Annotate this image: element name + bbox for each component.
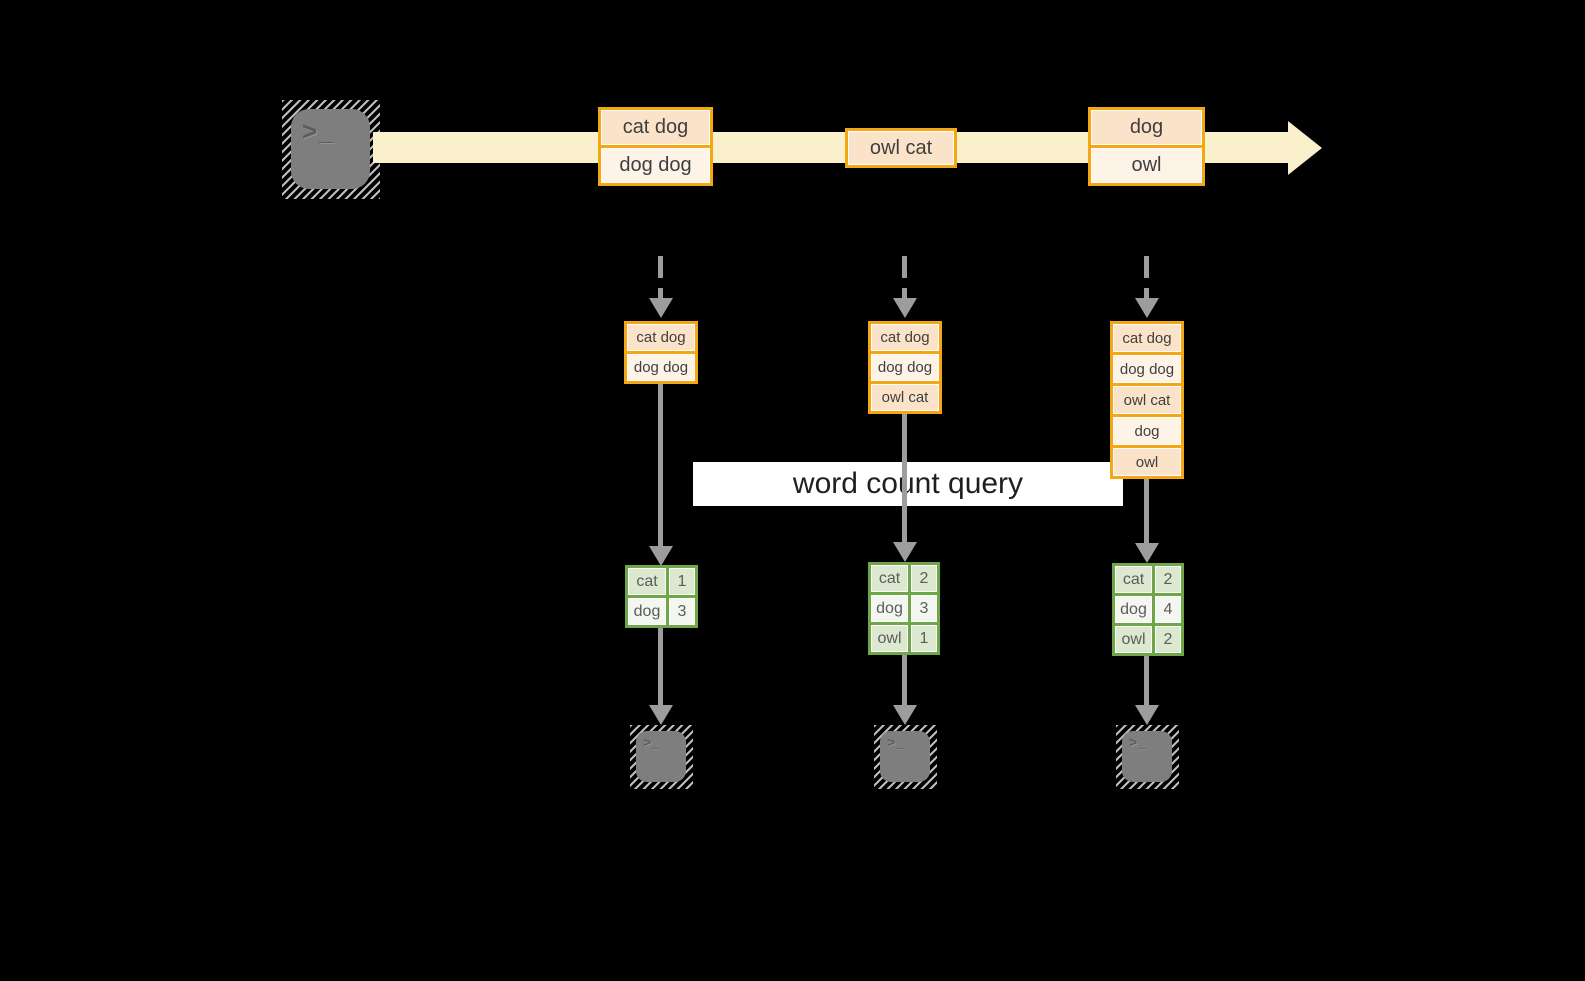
table-word-cell: dog (871, 595, 908, 622)
table-count-cell: 3 (669, 598, 695, 625)
terminal-prompt-glyph: >_ (1129, 734, 1147, 750)
terminal-prompt-glyph: >_ (887, 734, 905, 750)
table-count-cell: 3 (911, 595, 937, 622)
query-label: word count query (792, 467, 1024, 500)
sink-arrowhead-1 (649, 705, 673, 725)
stream-event-box-2: owl cat (845, 128, 957, 168)
sink-terminal-icon-1: >_ (630, 725, 693, 789)
event-line: cat dog (601, 110, 710, 145)
event-line: dog dog (601, 148, 710, 183)
stream-event-box-1: cat dog dog dog (598, 107, 713, 186)
terminal-pane (291, 109, 370, 189)
query-connector-1 (658, 384, 663, 546)
event-line: owl cat (848, 131, 954, 165)
wordcount-table-1: cat 1 dog 3 (625, 565, 698, 628)
terminal-pane (880, 731, 930, 782)
batch-line: owl (1113, 448, 1181, 476)
table-word-cell: cat (628, 568, 666, 595)
table-word-cell: owl (1115, 626, 1152, 653)
batch-box-2: cat dog dog dog owl cat (868, 321, 942, 414)
table-count-cell: 1 (669, 568, 695, 595)
query-arrowhead-1 (649, 546, 673, 566)
batch-dashed-arrow-2 (902, 256, 907, 298)
terminal-prompt-glyph: >_ (302, 116, 336, 146)
batch-line: dog dog (1113, 355, 1181, 383)
terminal-pane (1122, 731, 1172, 782)
table-word-cell: owl (871, 625, 908, 652)
batch-dashed-arrow-3 (1144, 256, 1149, 298)
source-terminal-icon: >_ (282, 100, 380, 199)
wordcount-table-3: cat 2 dog 4 owl 2 (1112, 563, 1184, 656)
wordcount-table-2: cat 2 dog 3 owl 1 (868, 562, 940, 655)
batch-arrowhead-1 (649, 298, 673, 318)
batch-line: owl cat (1113, 386, 1181, 414)
batch-line: dog dog (871, 354, 939, 381)
sink-arrowhead-2 (893, 705, 917, 725)
query-connector-3 (1144, 479, 1149, 544)
table-count-cell: 1 (911, 625, 937, 652)
table-word-cell: cat (1115, 566, 1152, 593)
batch-arrowhead-3 (1135, 298, 1159, 318)
table-word-cell: dog (628, 598, 666, 625)
table-word-cell: cat (871, 565, 908, 592)
table-count-cell: 2 (911, 565, 937, 592)
batch-box-1: cat dog dog dog (624, 321, 698, 384)
event-line: owl (1091, 148, 1202, 183)
sink-connector-2 (902, 655, 907, 706)
sink-connector-1 (658, 628, 663, 706)
table-count-cell: 2 (1155, 566, 1181, 593)
stream-arrow-head (1288, 121, 1322, 175)
query-arrowhead-2 (893, 542, 917, 562)
query-band: word count query (693, 462, 1123, 506)
batch-line: dog dog (627, 354, 695, 381)
stream-event-box-3: dog owl (1088, 107, 1205, 186)
batch-line: dog (1113, 417, 1181, 445)
query-connector-2 (902, 414, 907, 543)
terminal-pane (636, 731, 686, 782)
sink-terminal-icon-3: >_ (1116, 725, 1179, 789)
batch-box-3: cat dog dog dog owl cat dog owl (1110, 321, 1184, 479)
terminal-prompt-glyph: >_ (643, 734, 661, 750)
table-count-cell: 4 (1155, 596, 1181, 623)
batch-line: cat dog (627, 324, 695, 351)
sink-connector-3 (1144, 656, 1149, 706)
table-count-cell: 2 (1155, 626, 1181, 653)
sink-arrowhead-3 (1135, 705, 1159, 725)
batch-line: cat dog (1113, 324, 1181, 352)
batch-line: owl cat (871, 384, 939, 411)
event-line: dog (1091, 110, 1202, 145)
table-word-cell: dog (1115, 596, 1152, 623)
batch-dashed-arrow-1 (658, 256, 663, 298)
batch-line: cat dog (871, 324, 939, 351)
query-arrowhead-3 (1135, 543, 1159, 563)
sink-terminal-icon-2: >_ (874, 725, 937, 789)
batch-arrowhead-2 (893, 298, 917, 318)
